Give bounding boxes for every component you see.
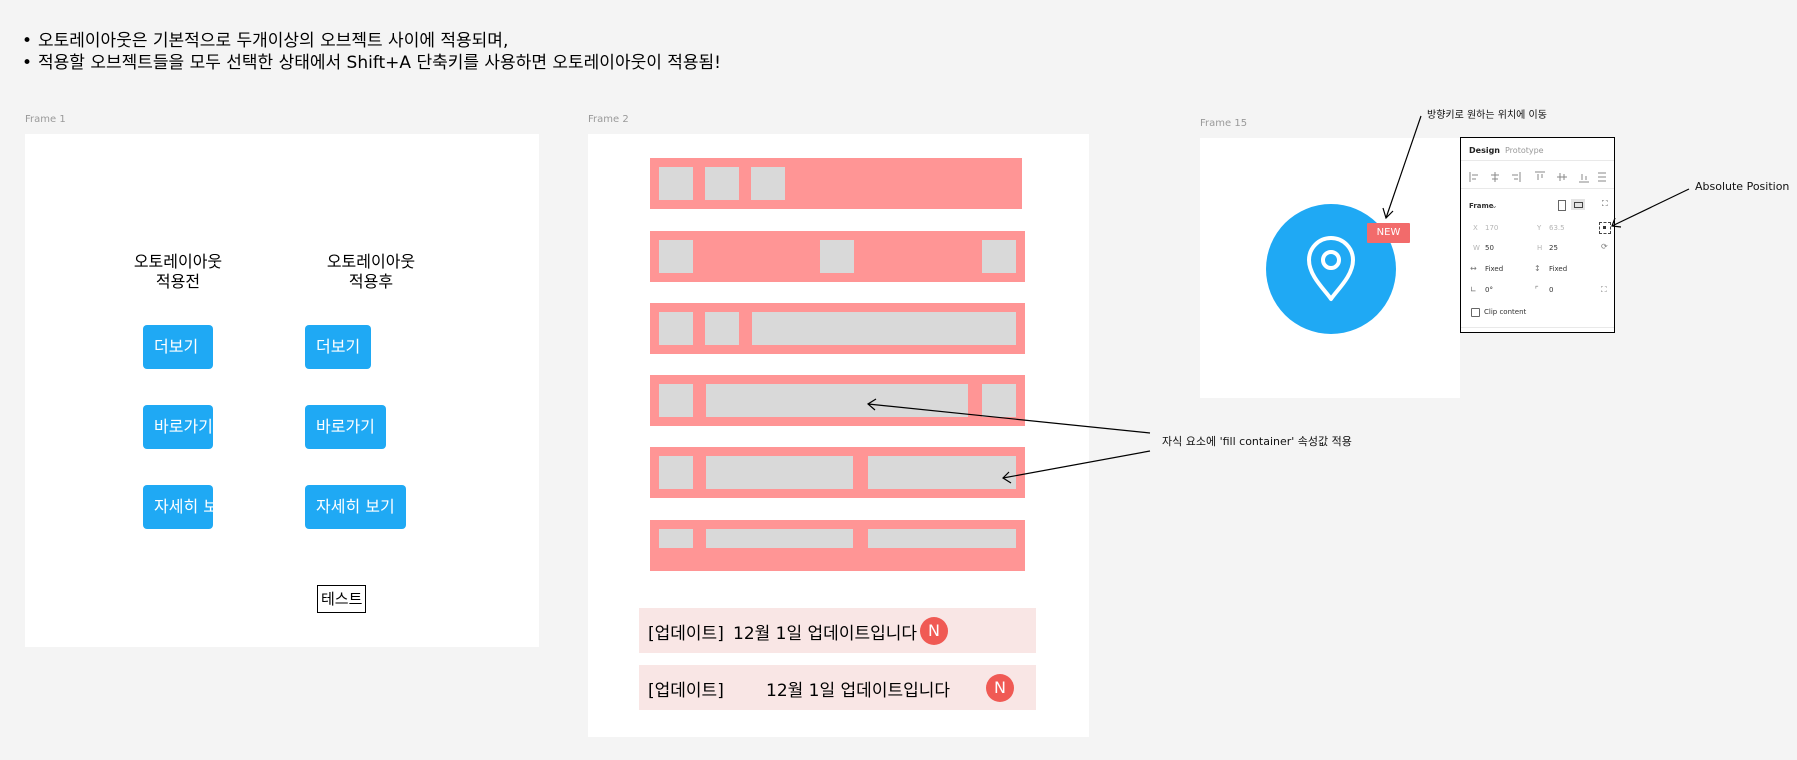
- h-field[interactable]: 25: [1549, 244, 1558, 252]
- notice-tag: [업데이트]: [648, 624, 724, 644]
- row-cell: [659, 529, 693, 548]
- x-field[interactable]: 170: [1485, 224, 1499, 232]
- height-mode-select[interactable]: Fixed: [1549, 265, 1568, 273]
- more-button-before[interactable]: 더보기: [143, 325, 213, 369]
- y-field[interactable]: 63.5: [1549, 224, 1565, 232]
- horizontal-resize-icon: ↔: [1470, 264, 1477, 273]
- row-cell: [659, 384, 693, 417]
- w-field[interactable]: 50: [1485, 244, 1494, 252]
- align-toolbar: [1469, 168, 1609, 183]
- frame-15[interactable]: NEW: [1200, 138, 1460, 398]
- resize-icon[interactable]: ⛶: [1602, 199, 1608, 208]
- landscape-icon: [1574, 202, 1583, 208]
- frame-label[interactable]: Frame 2: [588, 114, 629, 125]
- layout-row[interactable]: [650, 303, 1025, 354]
- row-cell: [659, 167, 693, 200]
- h-label: H: [1537, 244, 1543, 252]
- new-badge: N: [920, 617, 948, 645]
- row-cell-fill: [868, 456, 1016, 489]
- row-cell-fill: [706, 384, 968, 417]
- new-badge: N: [986, 674, 1014, 702]
- instruction-line: 적용할 오브젝트들을 모두 선택한 상태에서 Shift+A 단축키를 사용하면…: [22, 52, 721, 74]
- layout-row[interactable]: [650, 375, 1025, 426]
- goto-button-after[interactable]: 바로가기: [305, 405, 386, 449]
- row-cell: [751, 167, 785, 200]
- absolute-position-dot: [1603, 226, 1606, 229]
- design-panel[interactable]: Design Prototype Frame ⌄ ⛶ X 170 Y 63.5 …: [1460, 137, 1615, 333]
- corner-radius-icon: ⌜: [1535, 285, 1539, 294]
- frame-label[interactable]: Frame 1: [25, 114, 66, 125]
- clip-content-checkbox[interactable]: [1471, 308, 1480, 317]
- layout-row[interactable]: [650, 447, 1025, 498]
- row-cell: [705, 167, 739, 200]
- update-notice[interactable]: [업데이트] 12월 1일 업데이트입니다 N: [639, 608, 1036, 653]
- before-title: 오토레이아웃 적용전: [133, 252, 223, 291]
- map-pin-icon: [1307, 236, 1355, 301]
- row-cell: [982, 240, 1016, 273]
- absolute-position-note: Absolute Position: [1695, 180, 1790, 193]
- tab-prototype[interactable]: Prototype: [1505, 146, 1544, 155]
- row-cell: [659, 312, 693, 345]
- row-cell: [659, 240, 693, 273]
- test-box[interactable]: 테스트: [317, 585, 367, 613]
- layout-row[interactable]: [650, 158, 1022, 209]
- frame-1[interactable]: 오토레이아웃 적용전 오토레이아웃 적용후 더보기 바로가기 자세히 보기 더보…: [25, 134, 539, 647]
- x-label: X: [1473, 224, 1478, 232]
- row-cell: [820, 240, 854, 273]
- row-cell-fill: [706, 456, 853, 489]
- more-button-after[interactable]: 더보기: [305, 325, 372, 369]
- notice-tag: [업데이트]: [648, 681, 724, 701]
- fill-container-note: 자식 요소에 'fill container' 속성값 적용: [1162, 435, 1352, 448]
- frame-2[interactable]: [업데이트] 12월 1일 업데이트입니다 N [업데이트] 12월 1일 업데…: [588, 134, 1089, 737]
- instruction-line: 오토레이아웃은 기본적으로 두개이상의 오브젝트 사이에 적용되며,: [22, 30, 721, 52]
- w-label: W: [1473, 244, 1480, 252]
- frame-dropdown[interactable]: Frame: [1469, 202, 1494, 210]
- goto-button-before[interactable]: 바로가기: [143, 405, 213, 449]
- vertical-resize-icon: ↕: [1534, 264, 1541, 273]
- notice-text: 12월 1일 업데이트입니다: [733, 624, 918, 644]
- update-notice[interactable]: [업데이트] 12월 1일 업데이트입니다 N: [639, 665, 1036, 710]
- after-title: 오토레이아웃 적용후: [326, 252, 416, 291]
- clip-content-label: Clip content: [1484, 308, 1527, 316]
- portrait-icon[interactable]: [1558, 200, 1566, 211]
- row-cell: [705, 312, 739, 345]
- rotation-field[interactable]: 0°: [1485, 286, 1493, 294]
- row-cell-fill: [752, 312, 1016, 345]
- details-button-before[interactable]: 자세히 보기: [143, 485, 213, 529]
- layout-row[interactable]: [650, 231, 1025, 282]
- align-icons[interactable]: [1469, 171, 1609, 183]
- layout-row[interactable]: [650, 520, 1025, 571]
- radius-field[interactable]: 0: [1549, 286, 1554, 294]
- rotation-icon: ∟: [1470, 285, 1477, 294]
- details-button-after[interactable]: 자세히 보기: [305, 485, 406, 529]
- row-cell: [982, 384, 1016, 417]
- absolute-position-icon[interactable]: [1599, 222, 1611, 234]
- width-mode-select[interactable]: Fixed: [1485, 265, 1504, 273]
- y-label: Y: [1537, 224, 1542, 232]
- notice-text: 12월 1일 업데이트입니다: [766, 681, 951, 701]
- chevron-down-icon: ⌄: [1491, 201, 1498, 210]
- landscape-toggle[interactable]: [1571, 199, 1585, 210]
- tab-design[interactable]: Design: [1469, 146, 1500, 155]
- row-cell-fill: [706, 529, 853, 548]
- new-badge[interactable]: NEW: [1367, 223, 1410, 243]
- row-cell-fill: [868, 529, 1016, 548]
- arrow-keys-note: 방향키로 원하는 위치에 이동: [1427, 110, 1547, 121]
- independent-corners-icon[interactable]: ⛶: [1601, 285, 1607, 294]
- constrain-proportions-icon[interactable]: ⟳: [1601, 242, 1608, 251]
- instructions: 오토레이아웃은 기본적으로 두개이상의 오브젝트 사이에 적용되며, 적용할 오…: [22, 30, 721, 74]
- row-cell: [659, 456, 693, 489]
- frame-label[interactable]: Frame 15: [1200, 118, 1248, 129]
